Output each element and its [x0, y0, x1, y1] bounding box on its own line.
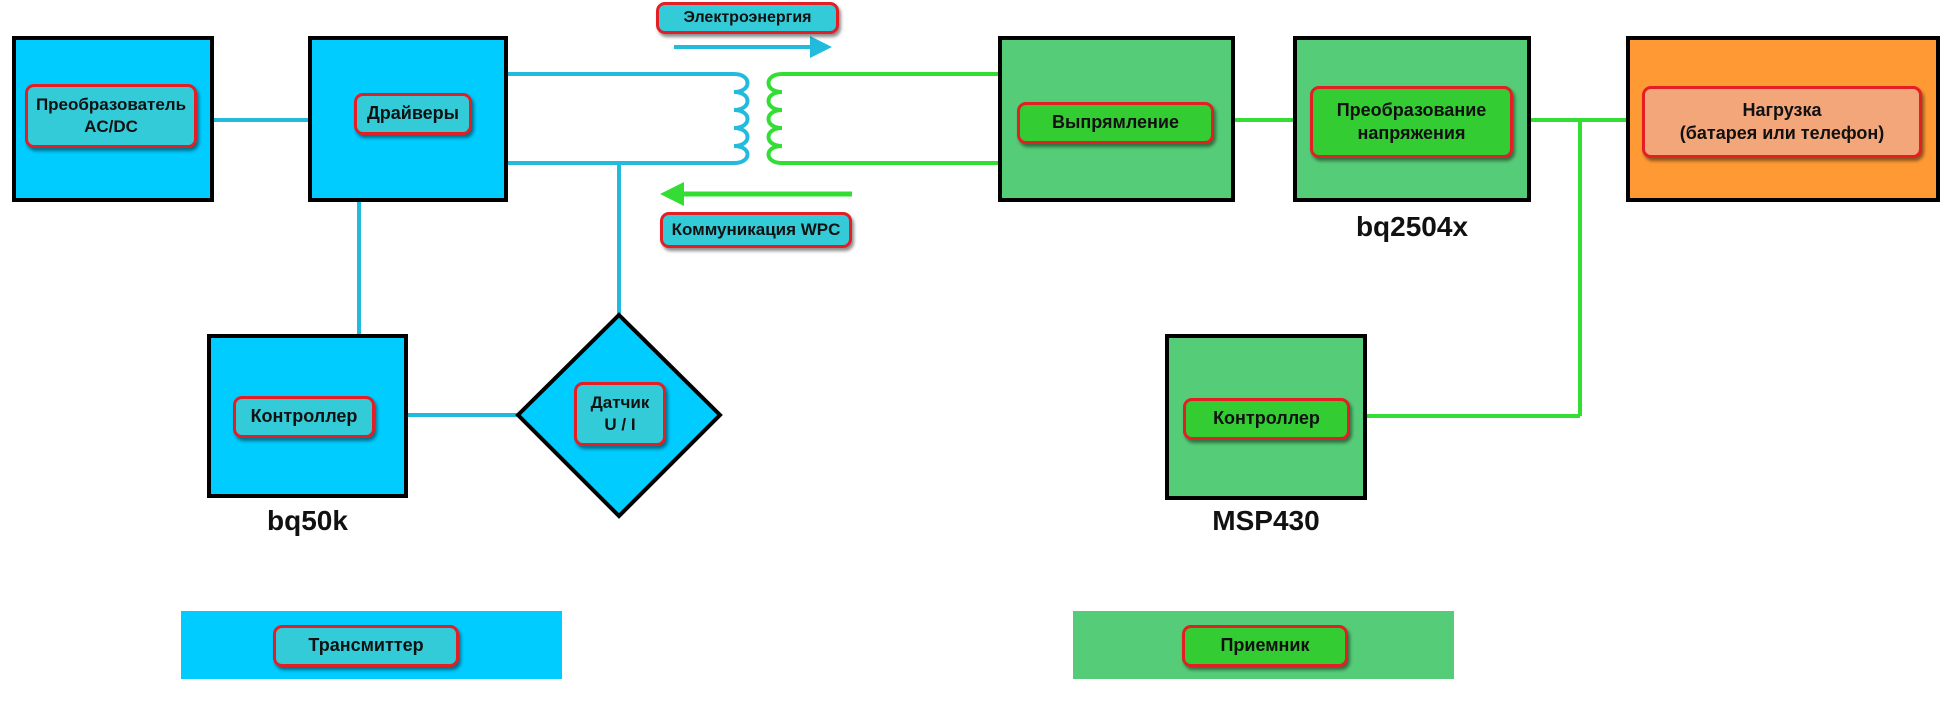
drivers-label: Драйверы [354, 93, 472, 135]
comm-flow-arrow [660, 182, 852, 206]
power-flow-label: Электроэнергия [656, 2, 839, 34]
legend-receiver-label: Приемник [1182, 625, 1348, 667]
rx-controller-label: Контроллер [1183, 398, 1350, 440]
power-flow-arrow [674, 36, 832, 58]
load-label: Нагрузка (батарея или телефон) [1642, 86, 1922, 158]
sensor-label: Датчик U / I [574, 382, 666, 446]
rx-power-chip-name: bq2504x [1355, 211, 1469, 242]
legend-transmitter-label: Трансмиттер [273, 625, 459, 667]
primary-coil [733, 72, 750, 165]
rx-mcu-chip-name: MSP430 [1212, 505, 1320, 536]
tx-controller-label: Контроллер [233, 396, 375, 438]
voltage-conversion-label: Преобразование напряжения [1310, 86, 1513, 158]
secondary-coil [766, 72, 783, 165]
tx-chip-name: bq50k [267, 505, 348, 536]
rectifier-label: Выпрямление [1017, 102, 1214, 144]
comm-flow-label: Коммуникация WPC [660, 212, 852, 248]
acdc-converter-label: Преобразователь AC/DC [25, 84, 197, 148]
